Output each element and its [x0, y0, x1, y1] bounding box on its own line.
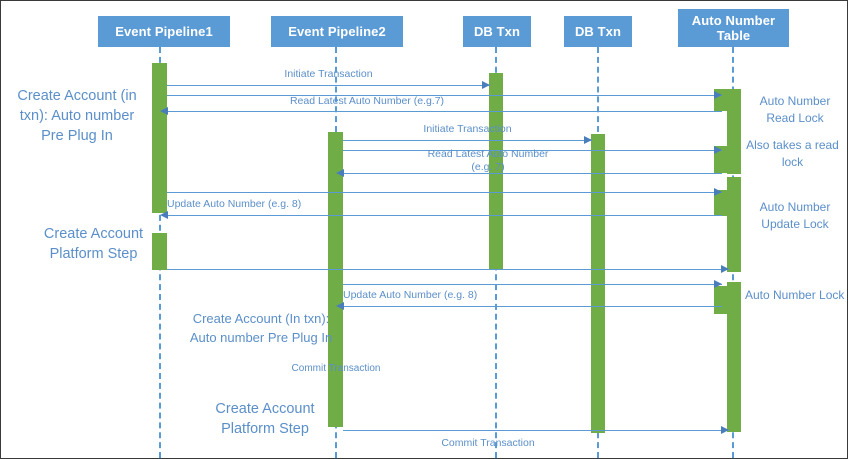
actor-box-db-txn-1[interactable]: DB Txn — [463, 16, 531, 47]
message-line-read-latest-auto-number-1 — [167, 111, 722, 112]
message-line-platform-step-commit — [167, 269, 729, 270]
actor-label-event-pipeline2: Event Pipeline2 — [288, 24, 386, 39]
note-create-account-pre-plugin-center: Create Account (In txn): Auto number Pre… — [189, 311, 333, 345]
message-line-update-auto-number-2 — [343, 306, 722, 307]
arrow-head-platform-step-commit — [721, 265, 729, 273]
note-auto-number-read-lock: Auto Number Read Lock — [759, 94, 831, 125]
activation-auto-number-nested-lock — [714, 286, 728, 314]
message-line-initiate-transaction-1 — [167, 85, 490, 86]
message-line-initiate-transaction-2 — [343, 140, 592, 141]
message-line-commit-transaction-2 — [343, 430, 729, 431]
activation-event-pipeline1-2 — [152, 233, 167, 270]
arrow-head-commit-transaction-2 — [721, 426, 729, 434]
message-line-read-request-outbound-2 — [343, 150, 722, 151]
actor-label-event-pipeline1: Event Pipeline1 — [115, 24, 213, 39]
arrow-head-update-auto-number-2 — [336, 302, 344, 310]
actor-label-db-txn-1: DB Txn — [473, 24, 521, 39]
arrow-head-read-latest-auto-number-1 — [160, 107, 168, 115]
message-line-read-request-outbound-1 — [167, 95, 722, 96]
actor-label-auto-number-table: Auto Number Table — [691, 13, 776, 43]
message-label-commit-transaction-1: Commit Transaction — [291, 363, 381, 374]
arrow-head-update-auto-number-1 — [160, 211, 168, 219]
message-label-read-latest-auto-number-1: Read Latest Auto Number (e.g.7) — [289, 95, 445, 107]
activation-db-txn-2 — [591, 134, 605, 433]
arrow-head-read-latest-auto-number-2 — [336, 169, 344, 177]
activation-auto-number-main-2 — [727, 177, 741, 272]
note-create-account-platform-step-left: Create Account Platform Step — [43, 226, 144, 262]
note-create-account-pre-plugin-left: Create Account (in txn): Auto number Pre… — [17, 88, 137, 144]
message-label-read-latest-auto-number-2: Read Latest Auto Number (e.g. 7) — [343, 148, 633, 174]
actor-box-db-txn-2[interactable]: DB Txn — [564, 16, 632, 47]
actor-label-db-txn-2: DB Txn — [574, 24, 622, 39]
note-also-takes-read-lock: Also takes a read lock — [746, 138, 839, 169]
message-label-commit-transaction-2: Commit Transaction — [441, 437, 535, 449]
message-label-read-latest-auto-number-2-line2: (e.g. 7) — [471, 161, 505, 173]
arrow-head-read-request-outbound-2 — [714, 146, 722, 154]
activation-auto-number-nested-update-lock — [714, 190, 728, 216]
arrow-head-read-request-outbound-1 — [714, 91, 722, 99]
activation-event-pipeline1-1 — [152, 63, 167, 213]
note-create-account-platform-step-center: Create Account Platform Step — [215, 401, 315, 437]
message-label-initiate-transaction-2: Initiate Transaction — [423, 123, 512, 135]
arrow-head-update-request-outbound-2 — [714, 280, 722, 288]
actor-box-event-pipeline2[interactable]: Event Pipeline2 — [271, 16, 403, 47]
activation-auto-number-main-3 — [727, 282, 741, 432]
message-label-update-auto-number-1: Update Auto Number (e.g. 8) — [167, 198, 302, 210]
actor-box-auto-number-table[interactable]: Auto Number Table — [678, 9, 789, 47]
arrow-head-update-request-outbound-1 — [714, 188, 722, 196]
arrow-head-initiate-transaction-2 — [584, 136, 592, 144]
message-label-read-latest-auto-number-2-line1: Read Latest Auto Number — [427, 148, 549, 160]
message-line-read-latest-auto-number-2 — [343, 173, 722, 174]
note-auto-number-update-lock: Auto Number Update Lock — [759, 200, 831, 231]
message-line-update-auto-number-1 — [167, 215, 722, 216]
message-label-initiate-transaction-1: Initiate Transaction — [284, 68, 373, 80]
message-line-update-request-outbound-2 — [343, 284, 722, 285]
arrow-head-initiate-transaction-1 — [482, 81, 490, 89]
activation-event-pipeline2-1 — [328, 132, 343, 427]
message-line-update-request-outbound-1 — [167, 192, 722, 193]
actor-box-event-pipeline1[interactable]: Event Pipeline1 — [98, 16, 230, 47]
activation-auto-number-main-1 — [727, 89, 741, 174]
message-label-update-auto-number-2: Update Auto Number (e.g. 8) — [343, 289, 478, 301]
activation-db-txn-1 — [489, 73, 503, 269]
note-auto-number-lock: Auto Number Lock — [745, 288, 845, 302]
